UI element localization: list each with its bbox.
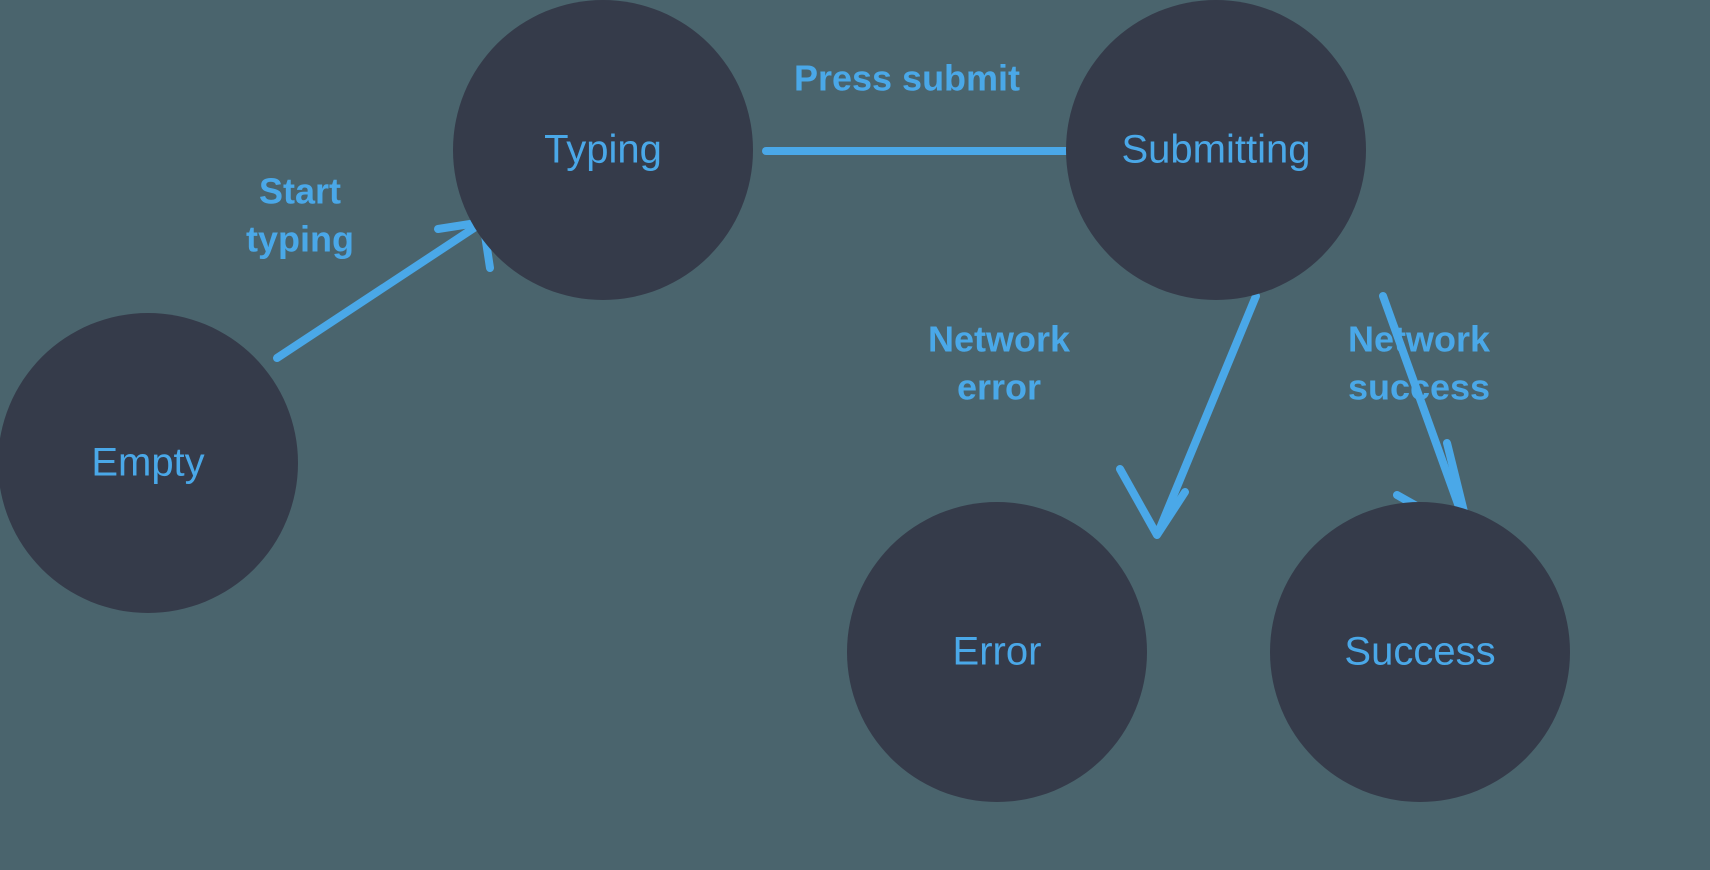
node-success-circle[interactable] [1270, 502, 1570, 802]
edge-typing-to-submitting-label: Press submit [794, 58, 1020, 99]
edge-empty-to-typing-label-line2: typing [246, 219, 354, 260]
node-empty-label: Empty [91, 441, 204, 485]
node-submitting-circle[interactable] [1066, 0, 1366, 300]
node-error-circle[interactable] [847, 502, 1147, 802]
node-typing-circle[interactable] [453, 0, 753, 300]
edge-submitting-to-success-line [1379, 292, 1471, 533]
node-typing[interactable]: Typing [453, 0, 753, 300]
node-success[interactable]: Success [1270, 502, 1570, 802]
edge-submitting-to-error-line [1156, 292, 1260, 532]
edge-submitting-to-error-label-line2: error [957, 367, 1041, 408]
edge-submitting-to-success-label-line1: Network [1348, 319, 1491, 360]
node-typing-label: Typing [544, 128, 662, 172]
node-empty[interactable]: Empty [0, 313, 298, 613]
node-submitting[interactable]: Submitting [1066, 0, 1366, 300]
edge-submitting-to-success-label-line2: success [1348, 367, 1490, 408]
edge-empty-to-typing: Start typing [246, 171, 494, 362]
edge-submitting-to-error-label-line1: Network [928, 319, 1071, 360]
edge-empty-to-typing-line [273, 222, 481, 362]
edge-typing-to-submitting: Press submit [762, 58, 1147, 187]
edge-submitting-to-error-arrowhead [1116, 465, 1189, 539]
node-error-label: Error [953, 630, 1042, 674]
edge-submitting-to-success: Network success [1348, 292, 1491, 540]
edge-empty-to-typing-label-line1: Start [259, 171, 341, 212]
node-empty-circle[interactable] [0, 313, 298, 613]
node-error[interactable]: Error [847, 502, 1147, 802]
node-submitting-label: Submitting [1122, 128, 1311, 172]
node-success-label: Success [1344, 630, 1495, 674]
edge-submitting-to-error: Network error [928, 292, 1260, 539]
